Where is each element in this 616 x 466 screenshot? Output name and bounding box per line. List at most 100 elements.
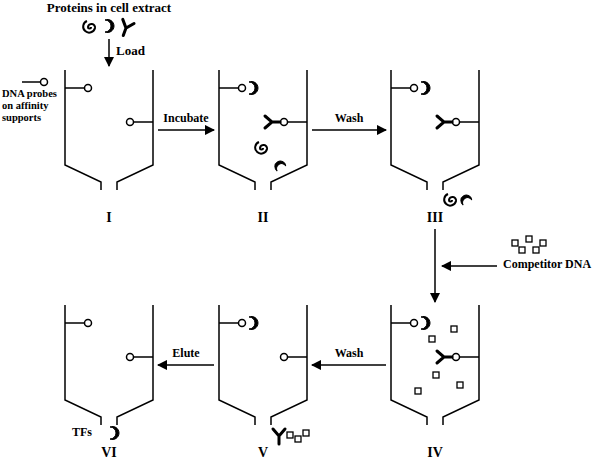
protein-shape xyxy=(444,194,456,206)
protein-shape xyxy=(437,351,452,363)
protein-shape xyxy=(265,116,280,128)
probe-stem xyxy=(65,87,85,89)
stage-numeral: V xyxy=(218,445,308,461)
protein xyxy=(255,142,267,154)
probe-stem xyxy=(288,121,308,123)
step-label: Incubate xyxy=(161,111,210,125)
probe-stem xyxy=(391,322,411,324)
protein-shape xyxy=(421,317,430,330)
probe-bead xyxy=(239,85,246,92)
step-label: Wash xyxy=(333,346,366,360)
load-arrow xyxy=(108,39,110,66)
protein xyxy=(459,193,472,205)
probe-bead xyxy=(85,85,92,92)
column-outline xyxy=(390,70,480,210)
column-wall xyxy=(219,70,307,190)
protein-shape xyxy=(255,142,267,154)
probe-bead xyxy=(85,320,92,327)
protein xyxy=(83,21,95,33)
probe-bead xyxy=(127,119,134,126)
probe-stem xyxy=(391,87,411,89)
protein xyxy=(273,429,285,444)
dna-square xyxy=(303,430,309,436)
step-label: Wash xyxy=(333,111,366,125)
protein-shape xyxy=(110,427,119,440)
probe-bead xyxy=(411,320,418,327)
probe-bead xyxy=(239,320,246,327)
affinity-column: IV xyxy=(390,305,480,461)
stage-numeral: III xyxy=(390,210,480,226)
dna-square xyxy=(429,336,435,342)
competitor-dna xyxy=(512,236,546,253)
affinity-column: V xyxy=(218,305,308,461)
protein xyxy=(118,19,134,37)
probe-stem xyxy=(65,322,85,324)
protein-shape xyxy=(437,116,452,128)
probe-bead xyxy=(281,119,288,126)
dna-square xyxy=(533,247,539,253)
competitor-arrow xyxy=(442,265,497,267)
step-label: Elute xyxy=(170,346,201,360)
protein xyxy=(110,427,119,440)
competitor-label: Competitor DNA xyxy=(503,258,591,272)
input-label: Proteins in cell extract xyxy=(47,1,171,16)
probe-bead xyxy=(453,354,460,361)
dna-square xyxy=(287,432,293,438)
protein xyxy=(249,317,258,330)
probe-stem xyxy=(219,87,239,89)
dna-square xyxy=(512,240,518,246)
probe-label: DNA probes on affinity supports xyxy=(2,88,60,124)
affinity-column: III xyxy=(390,70,480,226)
process-arrow xyxy=(158,129,214,131)
protein xyxy=(437,351,452,363)
stage-numeral: I xyxy=(64,210,154,226)
probe-bead xyxy=(411,85,418,92)
process-arrow xyxy=(434,229,436,302)
affinity-column: I xyxy=(64,70,154,226)
column-outline xyxy=(390,305,480,445)
probe-stem xyxy=(460,121,480,123)
process-arrow xyxy=(158,364,214,366)
dna-square xyxy=(415,388,421,394)
dna-square xyxy=(519,247,525,253)
process-arrow xyxy=(312,129,386,131)
column-outline xyxy=(64,70,154,210)
probe-stem xyxy=(134,356,154,358)
probe-bead xyxy=(127,354,134,361)
probe-stem xyxy=(22,81,40,83)
column-outline xyxy=(218,70,308,210)
protein xyxy=(265,116,280,128)
probe-bead xyxy=(453,119,460,126)
protein-shape xyxy=(459,193,472,205)
stage-numeral: II xyxy=(218,210,308,226)
probe-stem xyxy=(219,322,239,324)
column-wall xyxy=(65,70,153,190)
affinity-column: II xyxy=(218,70,308,226)
protein-shape xyxy=(421,82,430,95)
protein xyxy=(105,20,114,33)
column-wall xyxy=(391,70,479,190)
protein xyxy=(421,317,430,330)
probe-stem xyxy=(460,356,480,358)
dna-square xyxy=(295,436,301,442)
dna-square xyxy=(457,382,463,388)
step-label: Load xyxy=(116,44,145,59)
dna-square xyxy=(540,240,546,246)
probe-stem xyxy=(288,356,308,358)
protein-shape xyxy=(249,82,258,95)
product-label: TFs xyxy=(72,426,92,440)
column-outline xyxy=(218,305,308,445)
stage-numeral: IV xyxy=(390,445,480,461)
protein-shape xyxy=(249,317,258,330)
probe-bead xyxy=(41,79,48,86)
protein-shape xyxy=(273,159,286,171)
protein-shape xyxy=(118,19,134,37)
probe-stem xyxy=(134,121,154,123)
protein xyxy=(444,194,456,206)
protein-shape xyxy=(83,21,95,33)
protein xyxy=(421,82,430,95)
stage-numeral: VI xyxy=(64,445,154,461)
protein-shape xyxy=(273,429,285,444)
column-outline xyxy=(64,305,154,445)
